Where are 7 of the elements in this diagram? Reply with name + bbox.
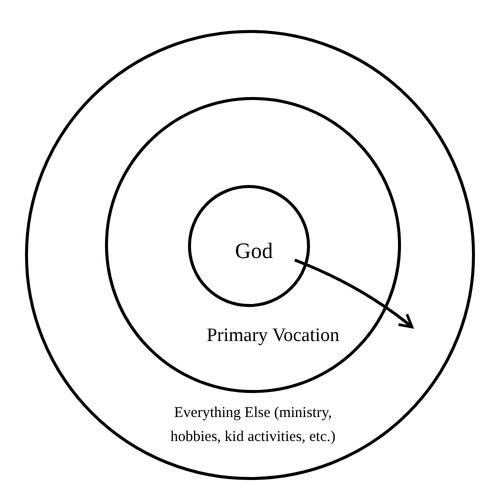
inner-circle	[188, 185, 310, 307]
circle-label: Primary Vocation	[206, 325, 340, 347]
circle-label: God	[234, 238, 274, 264]
arrow	[294, 258, 414, 328]
outer-circle	[25, 30, 475, 480]
middle-circle	[105, 97, 401, 393]
circle-label: Everything Else (ministry, hobbies, kid activities, etc.)	[170, 404, 336, 447]
